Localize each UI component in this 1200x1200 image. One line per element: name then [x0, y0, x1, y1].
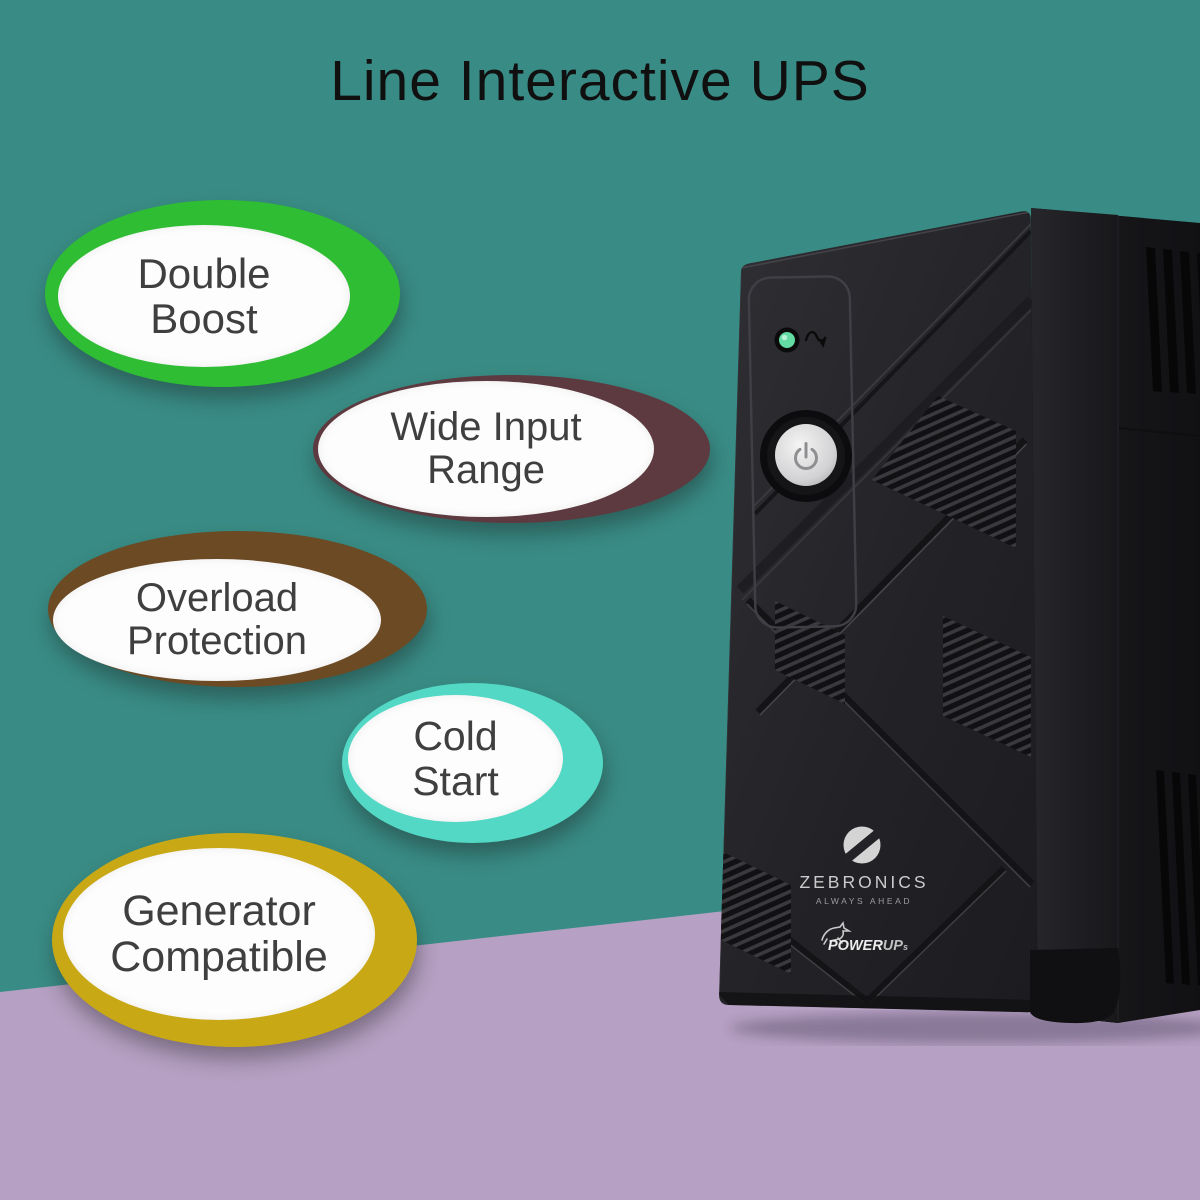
ups-device: ZEBRONICS ALWAYS AHEAD POWERUPs	[719, 208, 1200, 1043]
ac-wave-icon	[804, 330, 827, 348]
control-panel	[747, 275, 858, 629]
power-icon	[794, 442, 818, 471]
side-seam	[1117, 427, 1200, 437]
vent-slots-top	[1146, 247, 1200, 394]
brand-tagline: ALWAYS AHEAD	[816, 896, 912, 906]
power-ups-logo: POWERUPs	[828, 938, 908, 954]
zebronics-emblem-slash	[843, 828, 882, 864]
brand-name: ZEBRONICS	[799, 872, 928, 892]
led-highlight	[781, 334, 788, 341]
horse-icon	[821, 921, 852, 945]
ups-foot	[1030, 948, 1121, 1024]
vent-slots-bottom	[1156, 770, 1200, 986]
ups-corner-bevel	[1031, 208, 1118, 1023]
green-led-indicator	[779, 332, 795, 348]
page-title: Line Interactive UPS	[330, 49, 870, 113]
